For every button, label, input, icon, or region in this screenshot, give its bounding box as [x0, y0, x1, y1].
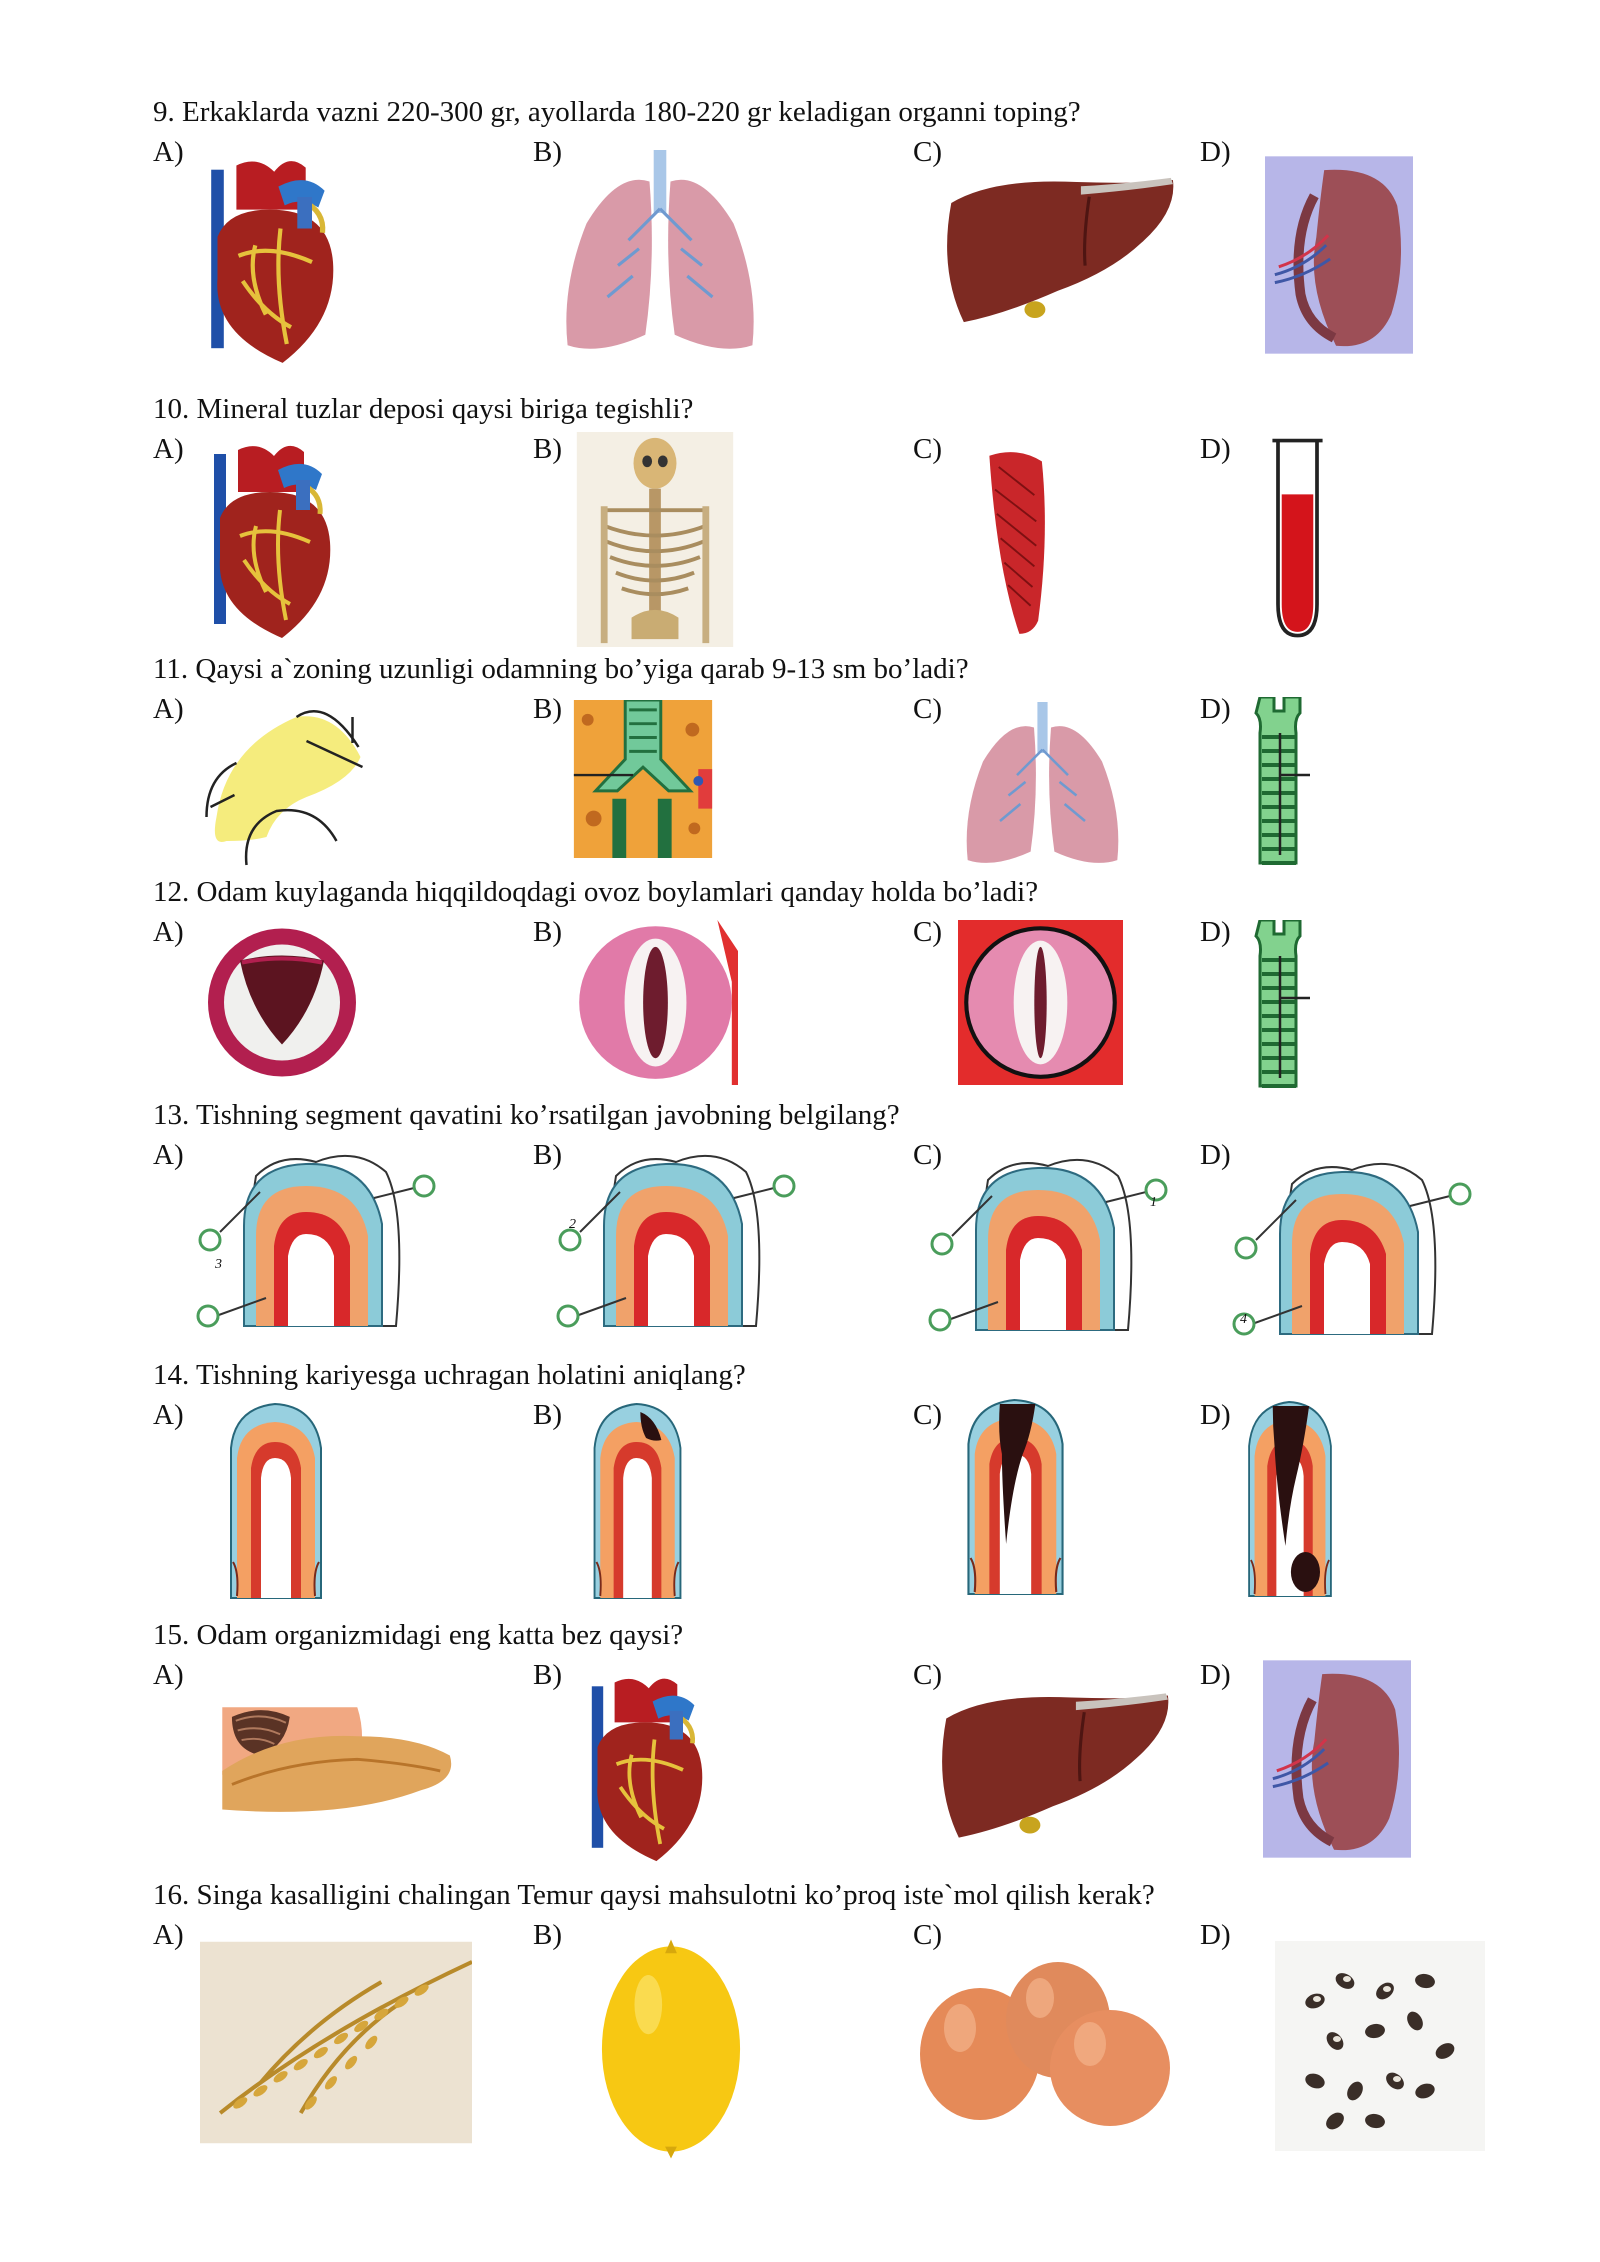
muscle-icon[interactable] — [980, 442, 1055, 642]
option-c-label[interactable]: C) — [913, 433, 942, 465]
option-b-label[interactable]: B) — [533, 693, 562, 725]
question-14: 14. Tishning kariyesga uchragan holatini… — [0, 1358, 1600, 1598]
tooth-caries-dentin-icon[interactable] — [958, 1398, 1073, 1598]
heart-icon[interactable] — [190, 155, 350, 365]
liver-icon[interactable] — [945, 170, 1175, 330]
option-d-label[interactable]: D) — [1200, 1399, 1231, 1431]
tooth-healthy-icon[interactable] — [220, 1402, 332, 1602]
option-b-label[interactable]: B) — [533, 1139, 562, 1171]
option-a-label[interactable]: A) — [153, 916, 184, 948]
question-13: 13. Tishning segment qavatini ko’rsatilg… — [0, 1098, 1600, 1338]
option-c-label[interactable]: C) — [913, 136, 942, 168]
question-text: 13. Tishning segment qavatini ko’rsatilg… — [153, 1099, 900, 1131]
question-15: 15. Odam organizmidagi eng katta bez qay… — [0, 1618, 1600, 1858]
option-b-label[interactable]: B) — [533, 916, 562, 948]
option-c-label[interactable]: C) — [913, 1399, 942, 1431]
option-c-label[interactable]: C) — [913, 1139, 942, 1171]
question-10: 10. Mineral tuzlar deposi qaysi biriga t… — [0, 392, 1600, 647]
lungs-icon[interactable] — [550, 150, 770, 360]
tooth-section-icon[interactable] — [1232, 1156, 1472, 1336]
option-d-label[interactable]: D) — [1200, 1139, 1231, 1171]
trachea-icon[interactable] — [1250, 920, 1310, 1100]
tooth-section-icon[interactable] — [196, 1148, 436, 1328]
eggs-icon[interactable] — [900, 1958, 1190, 2128]
question-text: 12. Odam kuylaganda hiqqildoqdagi ovoz b… — [153, 876, 1039, 908]
tooth-mark-b: 2 — [569, 1217, 576, 1232]
question-text: 10. Mineral tuzlar deposi qaysi biriga t… — [153, 393, 694, 425]
heart-icon[interactable] — [195, 440, 345, 640]
tooth-section-icon[interactable] — [556, 1148, 796, 1328]
option-b-label[interactable]: B) — [533, 136, 562, 168]
spleen-icon[interactable] — [1263, 1660, 1411, 1858]
tooth-mark-c: 1 — [1150, 1195, 1157, 1210]
option-a-label[interactable]: A) — [153, 136, 184, 168]
trachea-icon[interactable] — [1250, 697, 1310, 877]
tooth-mark-a: 3 — [215, 1257, 222, 1272]
nasal-cavity-icon[interactable] — [200, 697, 385, 867]
option-c-label[interactable]: C) — [913, 1659, 942, 1691]
question-12: 12. Odam kuylaganda hiqqildoqdagi ovoz b… — [0, 875, 1600, 1095]
question-9: 9. Erkaklarda vazni 220-300 gr, ayollard… — [0, 95, 1600, 360]
pancreas-icon[interactable] — [198, 1688, 478, 1823]
question-16: 16. Singa kasalligini chalingan Temur qa… — [0, 1878, 1600, 2178]
option-b-label[interactable]: B) — [533, 1919, 562, 1951]
skeleton-icon[interactable] — [575, 432, 735, 647]
lungs-icon[interactable] — [955, 702, 1130, 872]
question-text: 16. Singa kasalligini chalingan Temur qa… — [153, 1879, 1155, 1911]
option-d-label[interactable]: D) — [1200, 693, 1231, 725]
option-a-label[interactable]: A) — [153, 693, 184, 725]
option-b-label[interactable]: B) — [533, 433, 562, 465]
option-a-label[interactable]: A) — [153, 433, 184, 465]
tooth-caries-enamel-icon[interactable] — [585, 1402, 690, 1602]
liver-icon[interactable] — [940, 1683, 1170, 1848]
option-c-label[interactable]: C) — [913, 1919, 942, 1951]
option-c-label[interactable]: C) — [913, 693, 942, 725]
option-d-label[interactable]: D) — [1200, 1659, 1231, 1691]
seeds-icon[interactable] — [1275, 1940, 1485, 2152]
heart-icon[interactable] — [575, 1673, 715, 1863]
option-d-label[interactable]: D) — [1200, 1919, 1231, 1951]
question-text: 9. Erkaklarda vazni 220-300 gr, ayollard… — [153, 96, 1081, 128]
option-d-label[interactable]: D) — [1200, 433, 1231, 465]
rice-icon[interactable] — [200, 1940, 472, 2145]
question-text: 11. Qaysi a`zoning uzunligi odamning bo’… — [153, 653, 969, 685]
option-a-label[interactable]: A) — [153, 1399, 184, 1431]
tooth-mark-d: 4 — [1240, 1312, 1247, 1327]
question-11: 11. Qaysi a`zoning uzunligi odamning bo’… — [0, 652, 1600, 867]
option-a-label[interactable]: A) — [153, 1919, 184, 1951]
trachea-bifurcation-icon[interactable] — [573, 700, 713, 858]
question-text: 14. Tishning kariyesga uchragan holatini… — [153, 1359, 746, 1391]
option-c-label[interactable]: C) — [913, 916, 942, 948]
vocal-cords-open-icon[interactable] — [202, 920, 362, 1085]
option-a-label[interactable]: A) — [153, 1139, 184, 1171]
spleen-icon[interactable] — [1265, 155, 1413, 355]
tooth-caries-pulp-icon[interactable] — [1240, 1400, 1340, 1600]
blood-test-tube-icon[interactable] — [1265, 434, 1330, 644]
lemon-icon[interactable] — [597, 1933, 745, 2165]
option-a-label[interactable]: A) — [153, 1659, 184, 1691]
option-b-label[interactable]: B) — [533, 1659, 562, 1691]
question-text: 15. Odam organizmidagi eng katta bez qay… — [153, 1619, 684, 1651]
option-b-label[interactable]: B) — [533, 1399, 562, 1431]
tooth-section-icon[interactable] — [928, 1152, 1168, 1332]
vocal-cords-closed-icon[interactable] — [958, 920, 1123, 1085]
vocal-cords-half-icon[interactable] — [568, 920, 743, 1085]
option-d-label[interactable]: D) — [1200, 916, 1231, 948]
option-d-label[interactable]: D) — [1200, 136, 1231, 168]
